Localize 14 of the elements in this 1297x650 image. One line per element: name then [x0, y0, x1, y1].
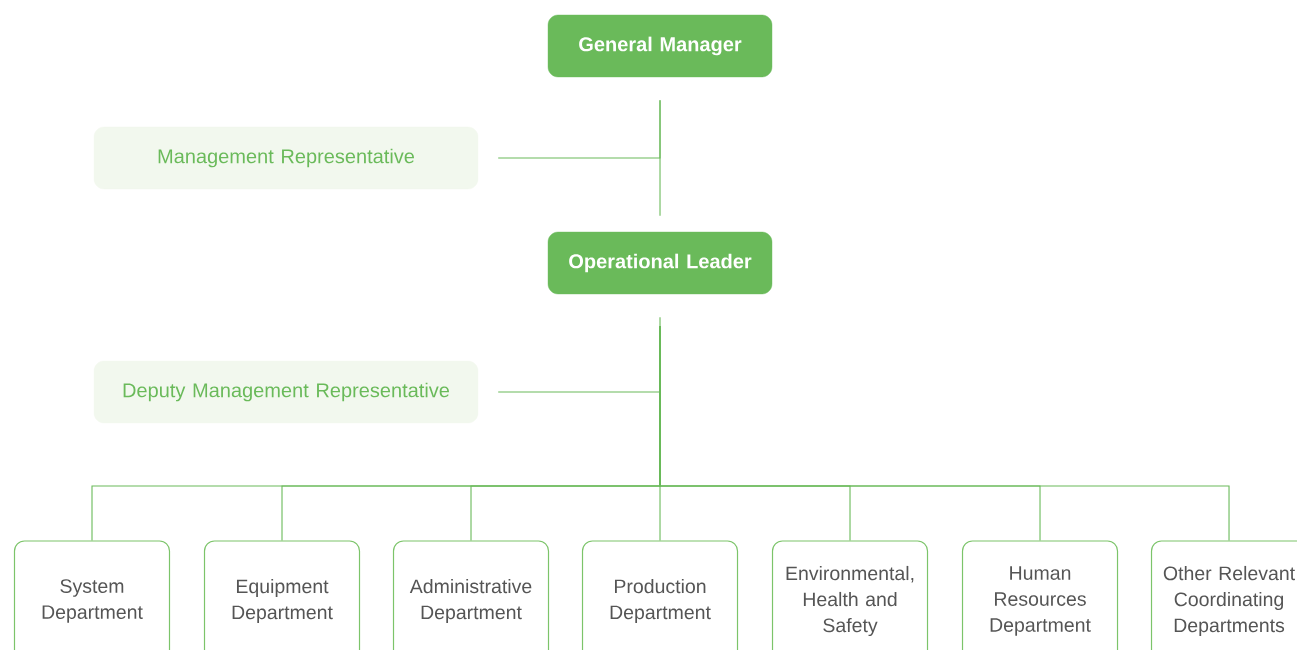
- connector-line: [659, 325, 1230, 541]
- connector-line: [497, 316, 661, 393]
- leader-box: Operational Leader: [547, 231, 773, 295]
- department-box: Administrative Department: [392, 540, 550, 650]
- connector-line: [659, 99, 661, 217]
- department-box: Production Department: [581, 540, 739, 650]
- department-box: Environmental, Health and Safety: [771, 540, 929, 650]
- leader-box: General Manager: [547, 14, 773, 78]
- department-box: System Department: [13, 540, 171, 650]
- department-box: Other Relevant Coordinating Departments: [1150, 540, 1297, 650]
- department-box: Human Resources Department: [961, 540, 1119, 650]
- representative-box: Deputy Management Representative: [93, 360, 479, 424]
- department-box: Equipment Department: [203, 540, 361, 650]
- representative-box: Management Representative: [93, 126, 479, 190]
